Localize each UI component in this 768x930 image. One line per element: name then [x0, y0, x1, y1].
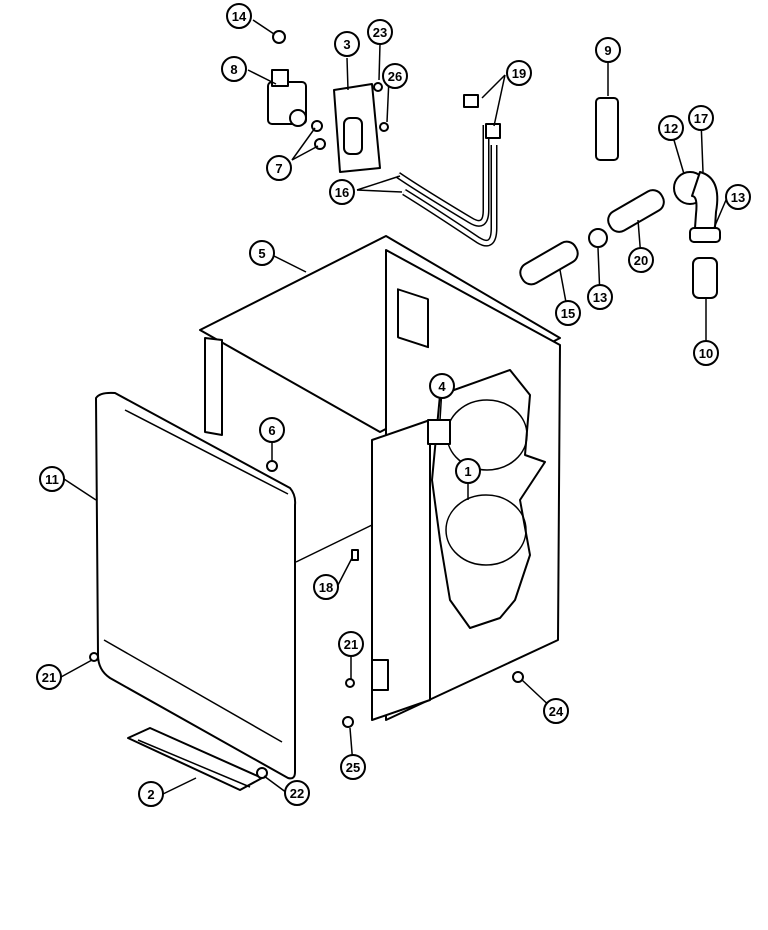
callout-20: 20 [628, 247, 654, 273]
fill-hose-rear [402, 145, 498, 247]
fill-hose-rear-inner [402, 145, 496, 245]
callout-17-label: 17 [694, 111, 708, 126]
callout-20-label: 20 [634, 253, 648, 268]
cabinet-front-post [371, 419, 431, 721]
screw-21-front [89, 652, 99, 662]
callout-13-left: 13 [587, 284, 613, 310]
cabinet-left-inner [204, 337, 223, 436]
callout-25: 25 [340, 754, 366, 780]
callout-22-label: 22 [290, 786, 304, 801]
clip-6 [266, 460, 278, 472]
screw-25 [342, 716, 354, 728]
cabinet-small-plate [427, 419, 451, 445]
callout-9: 9 [595, 37, 621, 63]
callout-11: 11 [39, 466, 65, 492]
fill-hose-front-inner [396, 125, 488, 226]
drain-hose-short [519, 240, 579, 286]
water-valve-coil [271, 69, 289, 87]
callout-4-label: 4 [438, 379, 446, 394]
callout-21-front-label: 21 [42, 670, 56, 685]
callout-24: 24 [543, 698, 569, 724]
drain-hose-down [692, 257, 718, 299]
callout-21-front: 21 [36, 664, 62, 690]
callout-16: 16 [329, 179, 355, 205]
callout-24-label: 24 [549, 704, 564, 719]
fill-hose-front [396, 125, 490, 227]
callout-10: 10 [693, 340, 719, 366]
callout-1-label: 1 [464, 464, 471, 479]
cabinet-access-hole [397, 288, 429, 349]
callout-11-label: 11 [45, 472, 59, 487]
callout-18: 18 [313, 574, 339, 600]
callout-26: 26 [382, 63, 408, 89]
callout-26-label: 26 [388, 69, 402, 84]
valve-bracket-slot [343, 117, 363, 155]
screw-21-side [345, 678, 355, 688]
water-valve [267, 69, 307, 127]
callout-8: 8 [221, 56, 247, 82]
callout-12: 12 [658, 115, 684, 141]
callout-13-right-label: 13 [731, 190, 745, 205]
hose-coupling-upper [463, 94, 479, 108]
callout-14-label: 14 [232, 9, 247, 24]
cabinet-cutaway [431, 369, 546, 629]
callout-25-label: 25 [346, 760, 360, 775]
callout-16-label: 16 [335, 185, 349, 200]
callout-9-label: 9 [604, 43, 611, 58]
water-valve-port [289, 109, 307, 127]
callout-4: 4 [429, 373, 455, 399]
callout-23: 23 [367, 19, 393, 45]
callout-1: 1 [455, 458, 481, 484]
front-panel-body [95, 391, 297, 780]
callout-2-label: 2 [147, 787, 154, 802]
callout-21-side-label: 21 [344, 637, 358, 652]
callout-13-left-label: 13 [593, 290, 607, 305]
hose-clamp-small [588, 228, 608, 248]
drain-elbow-clamp [689, 227, 721, 243]
callout-3: 3 [334, 31, 360, 57]
screw-26 [379, 122, 389, 132]
callout-7: 7 [266, 155, 292, 181]
callout-6: 6 [259, 417, 285, 443]
drain-elbow [673, 171, 721, 299]
front-panel-bottom-lip [103, 639, 283, 743]
callout-7-label: 7 [275, 161, 282, 176]
callout-8-label: 8 [230, 62, 237, 77]
callouts: 14 8 3 23 26 7 16 19 9 12 17 13 20 13 15… [36, 3, 751, 807]
callout-10-label: 10 [699, 346, 713, 361]
front-panel-top-edge [124, 409, 289, 495]
drain-hose-insert [595, 97, 619, 161]
callout-23-label: 23 [373, 25, 387, 40]
callout-3-label: 3 [343, 37, 350, 52]
front-panel [95, 391, 297, 780]
callout-19-label: 19 [512, 66, 526, 81]
callout-12-label: 12 [664, 121, 678, 136]
callout-2: 2 [138, 781, 164, 807]
fill-hoses [396, 94, 501, 247]
hose-coupling-lower [485, 123, 501, 139]
clip-18 [351, 549, 359, 561]
callout-14: 14 [226, 3, 252, 29]
screw-24 [512, 671, 524, 683]
callout-13-right: 13 [725, 184, 751, 210]
callout-6-label: 6 [268, 423, 275, 438]
side-hinge-bracket [371, 659, 389, 691]
cabinet [199, 235, 561, 721]
callout-17: 17 [688, 105, 714, 131]
callout-18-label: 18 [319, 580, 333, 595]
drain-hose-elbow-pipe [607, 189, 665, 233]
screw-23 [373, 82, 383, 92]
callout-21-side: 21 [338, 631, 364, 657]
cabinet-cutaway-opening-lower [445, 494, 527, 566]
toe-plate-crease [137, 739, 251, 788]
screw-14 [272, 30, 286, 44]
callout-5: 5 [249, 240, 275, 266]
callout-22: 22 [284, 780, 310, 806]
callout-15-label: 15 [561, 306, 575, 321]
callout-19: 19 [506, 60, 532, 86]
cabinet-bottom-edge [295, 524, 373, 563]
callout-15: 15 [555, 300, 581, 326]
callout-5-label: 5 [258, 246, 265, 261]
